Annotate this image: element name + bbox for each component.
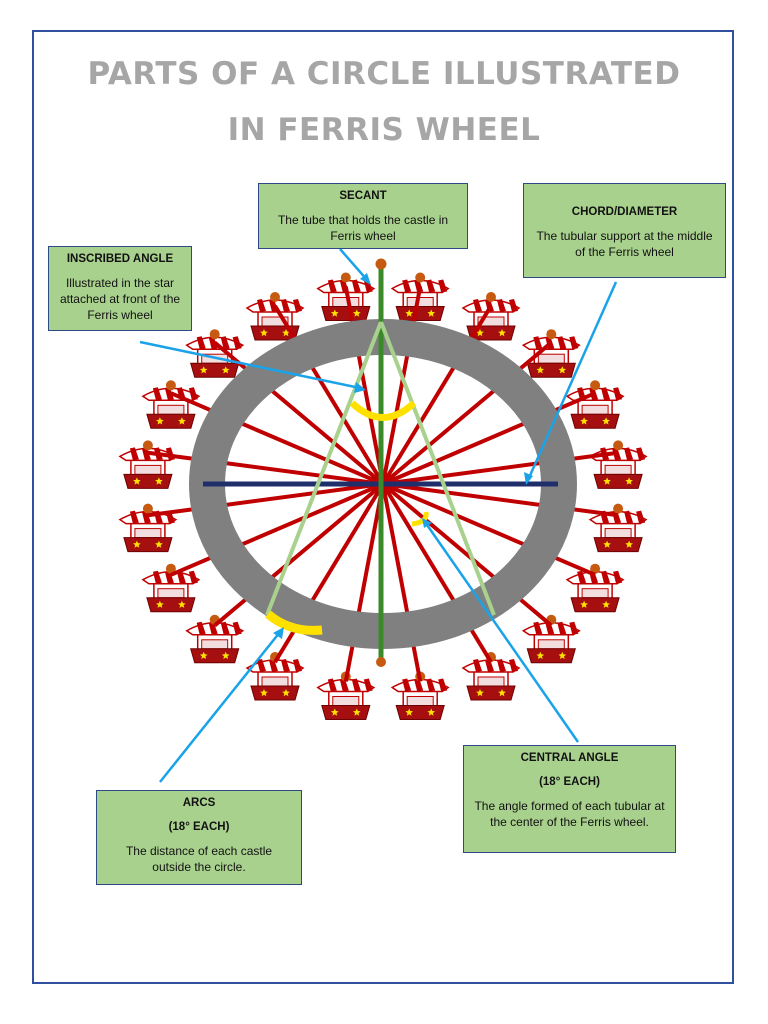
spoke (147, 482, 384, 518)
spoke (382, 482, 596, 577)
inscribed-angle-description: Illustrated in the star attached at fron… (59, 276, 181, 322)
pointer-inscribed-head (354, 382, 366, 393)
spoke (343, 286, 385, 485)
secant-description: The tube that holds the castle in Ferris… (277, 213, 449, 243)
gondolas (118, 272, 648, 720)
spoke (147, 450, 384, 486)
gondola-castle (118, 440, 178, 489)
pointer-secant (339, 248, 369, 282)
pointer-secant-head (360, 273, 371, 285)
pointer-inscribed (139, 340, 361, 390)
spoke (382, 482, 619, 518)
gondola-castle (316, 272, 376, 321)
gondola-castle (588, 440, 648, 489)
pointer-chord (526, 281, 618, 481)
chord-label-box: CHORD/DIAMETER The tubular support at th… (523, 183, 726, 278)
gondola-castle (588, 503, 648, 553)
gondola-castle (565, 380, 625, 429)
page-border (32, 30, 734, 984)
spoke (343, 483, 385, 682)
secant-heading: SECANT (339, 190, 387, 202)
spoke (170, 482, 384, 577)
inscribed-angle-arc (349, 400, 417, 421)
secant-top-knob (375, 258, 387, 270)
arcs-label-box: ARCS (18° EACH) The distance of each cas… (96, 790, 302, 885)
gondola-castle (316, 671, 376, 720)
central-angle-measure: (18° EACH) (539, 776, 600, 788)
gondola-castle (245, 652, 305, 701)
spokes (147, 286, 619, 682)
gondola-castle (521, 614, 581, 664)
spoke (381, 341, 553, 486)
title-line-1: PARTS OF A CIRCLE ILLUSTRATED (87, 56, 681, 92)
pointer-arcs-head (273, 627, 284, 639)
spoke (381, 304, 493, 486)
pointer-chord-head (524, 472, 533, 485)
chord-description: The tubular support at the middle of the… (536, 229, 713, 259)
spoke (273, 482, 385, 664)
gondola-castle (141, 563, 201, 613)
spoke (381, 482, 493, 664)
spoke (382, 450, 619, 486)
gondola-castle (461, 292, 521, 341)
inscribed-angle-heading: INSCRIBED ANGLE (66, 253, 174, 265)
gondola-castle (141, 380, 201, 429)
gondola-castle (118, 503, 178, 553)
central-angle-heading: CENTRAL ANGLE (520, 752, 619, 764)
spoke (170, 391, 384, 486)
central-angle-description: The angle formed of each tubular at the … (474, 799, 665, 829)
arcs-heading: ARCS (182, 797, 216, 809)
arcs-description: The distance of each castle outside the … (125, 844, 273, 874)
central-angle-label-box: CENTRAL ANGLE (18° EACH) The angle forme… (463, 745, 676, 853)
arcs-highlight (265, 610, 323, 635)
gondola-castle (461, 652, 521, 701)
gondola-castle (521, 329, 581, 378)
spoke (213, 341, 385, 486)
inscribed-angle-triangle (265, 321, 496, 616)
spoke (273, 304, 385, 486)
gondola-castle (565, 563, 625, 613)
pointer-central (423, 521, 580, 743)
chord-heading: CHORD/DIAMETER (571, 206, 678, 218)
inscribed-angle-label-box: INSCRIBED ANGLE Illustrated in the star … (48, 246, 192, 331)
gondola-castle (185, 614, 245, 664)
spoke (213, 482, 385, 627)
pointer-arcs (159, 631, 281, 783)
gondola-castle (245, 292, 305, 341)
spoke (381, 286, 423, 485)
pointer-arrows (139, 248, 618, 783)
secant-label-box: SECANT The tube that holds the castle in… (258, 183, 468, 249)
spoke (381, 483, 423, 682)
secant-tube (375, 258, 387, 667)
arcs-measure: (18° EACH) (168, 821, 230, 833)
spoke (381, 482, 553, 627)
title-line-2: IN FERRIS WHEEL (227, 112, 541, 148)
pointer-central-head (422, 518, 432, 528)
secant-bottom-knob (376, 657, 386, 667)
